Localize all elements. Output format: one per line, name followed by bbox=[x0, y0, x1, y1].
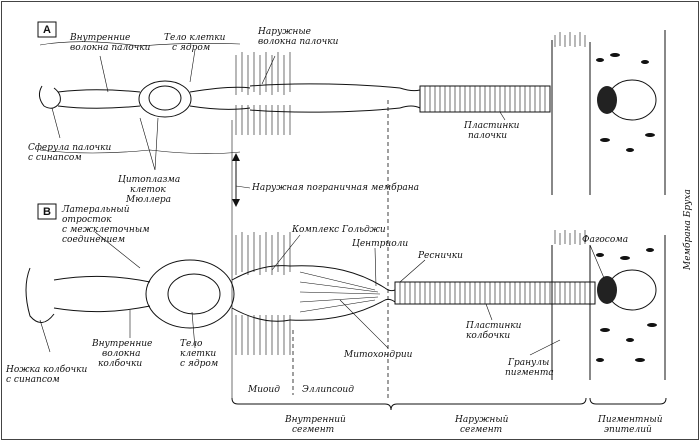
rod-microvilli bbox=[235, 52, 291, 135]
label-outer-rod-fibers: Наружные волокна палочки bbox=[257, 27, 339, 47]
cone-cell-body bbox=[145, 259, 235, 329]
cone-inner-fibers bbox=[53, 275, 151, 313]
cone-microvilli bbox=[235, 232, 291, 355]
rod-connecting-cilium bbox=[399, 87, 421, 109]
rod-nucleus bbox=[148, 85, 182, 111]
rod-inner-segment bbox=[249, 83, 401, 113]
cone-cell-drawing: B bbox=[25, 203, 596, 355]
label-myoid: Миоид bbox=[247, 385, 280, 395]
cone-myoid-outline bbox=[231, 265, 291, 322]
label-pigment-granules: Гранулы пигмента bbox=[505, 358, 554, 378]
label-rod-discs: Пластинки палочки bbox=[463, 121, 522, 141]
label-ellipsoid: Эллипсоид bbox=[302, 385, 354, 395]
label-centrioles: Центриоли bbox=[352, 239, 408, 249]
label-olm: Наружная пограничная мембрана bbox=[251, 182, 419, 193]
cone-mitochondria-lines bbox=[299, 271, 381, 313]
rod-discs-lines bbox=[424, 86, 546, 112]
rod-cell-drawing: A bbox=[37, 21, 551, 154]
label-cilium: Реснички bbox=[417, 251, 463, 261]
label-bruch: Мембрана Бруха bbox=[682, 189, 693, 271]
pe-bottom-boundaries bbox=[551, 235, 666, 380]
pe-phagosome-top bbox=[597, 86, 617, 114]
panel-a-box bbox=[37, 21, 57, 38]
label-mito: Митохондрии bbox=[343, 350, 413, 360]
label-cone-pedicle: Ножка колбочки с синапсом bbox=[5, 364, 90, 385]
rod-inner-fibers bbox=[57, 89, 141, 109]
rod-spherule bbox=[38, 85, 61, 109]
pe-phagosome-bottom bbox=[597, 276, 617, 304]
label-inner-rod-fibers: Внутренние волокна палочки bbox=[69, 33, 151, 53]
panel-b-box bbox=[37, 203, 57, 220]
cone-connecting-cilium bbox=[384, 287, 396, 303]
label-pigment-epithelium: Пигментный эпителий bbox=[597, 415, 665, 435]
label-phagosome: Фагосома bbox=[582, 235, 628, 245]
cone-nucleus bbox=[167, 273, 221, 315]
label-outer-segment: Наружный сегмент bbox=[454, 415, 511, 435]
label-rod-body: Тело клетки с ядром bbox=[164, 33, 228, 53]
pigment-granules-dots bbox=[596, 53, 657, 362]
label-muller: Цитоплазма клеток Мюллера bbox=[118, 175, 183, 205]
label-inner-segment: Внутренний сегмент bbox=[284, 415, 349, 435]
panel-a-label: A bbox=[43, 24, 51, 36]
cone-pedicle bbox=[25, 267, 55, 323]
rod-muller-region bbox=[39, 41, 241, 154]
leader-lines bbox=[39, 49, 605, 356]
segment-brackets bbox=[231, 397, 587, 411]
pe-top-boundaries bbox=[551, 30, 666, 195]
label-inner-cone-fibers: Внутренние волокна колбочки bbox=[91, 339, 155, 369]
rod-cell-body bbox=[138, 80, 192, 118]
pigment-epithelium-drawing bbox=[551, 30, 666, 380]
label-lateral: Латеральный отросток с межклеточным соед… bbox=[61, 205, 153, 245]
pe-villi bbox=[554, 32, 586, 245]
cone-ellipsoid bbox=[289, 265, 386, 321]
label-cone-discs: Пластинки колбочки bbox=[465, 321, 524, 341]
label-rod-spherule: Сферула палочки с синапсом bbox=[28, 143, 114, 163]
rod-outer-fibers bbox=[189, 86, 251, 110]
panel-b-label: B bbox=[43, 206, 51, 218]
pe-bracket bbox=[589, 397, 667, 405]
label-cone-body: Тело клетки с ядром bbox=[180, 339, 219, 369]
cone-discs-lines bbox=[399, 282, 591, 304]
label-golgi: Комплекс Гольджи bbox=[291, 225, 386, 235]
